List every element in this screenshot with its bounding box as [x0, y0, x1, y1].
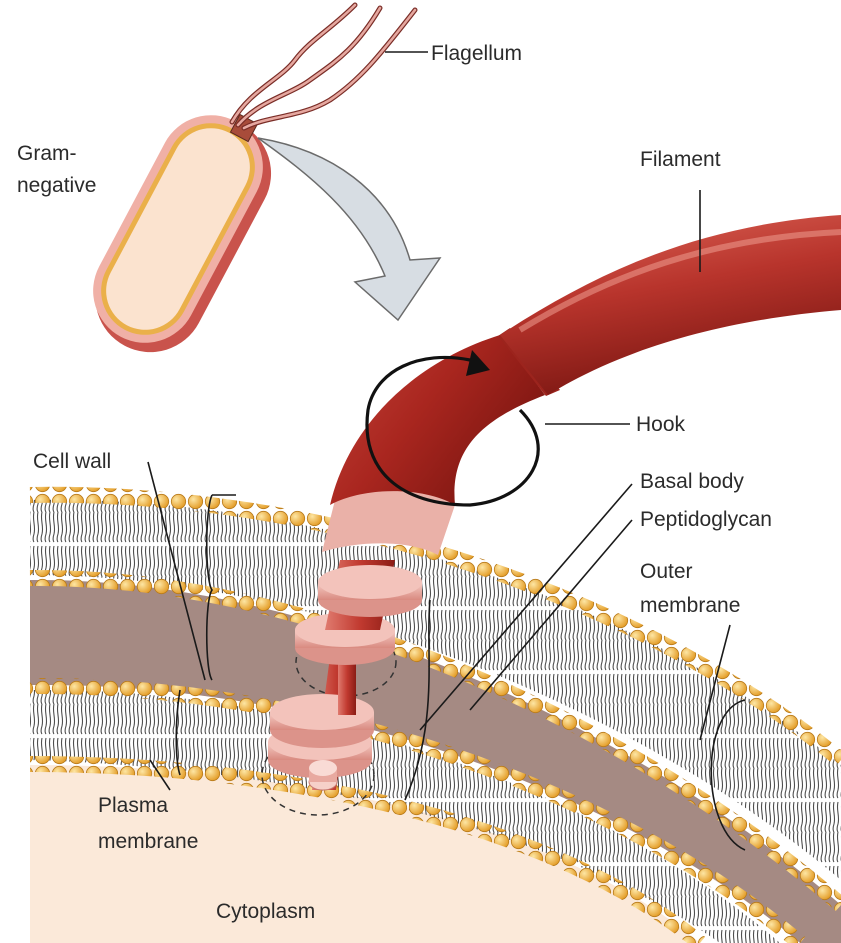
label-plasma-line2: membrane [98, 830, 198, 853]
label-filament: Filament [640, 148, 721, 171]
label-plasma-line1: Plasma [98, 794, 168, 817]
label-outer-line2: membrane [640, 594, 740, 617]
label-hook: Hook [636, 413, 686, 436]
label-gram-line1: Gram- [17, 142, 77, 165]
label-cytoplasm: Cytoplasm [216, 900, 315, 923]
filament [500, 215, 841, 395]
label-outer-line1: Outer [640, 560, 693, 583]
zoom-arrow [258, 138, 440, 320]
hook [330, 335, 545, 505]
label-flagellum: Flagellum [431, 42, 522, 65]
flagellum-strands [232, 5, 415, 128]
label-basal-body: Basal body [640, 470, 744, 493]
label-gram-line2: negative [17, 174, 96, 197]
basal-ring-upper [318, 565, 422, 617]
label-cell-wall: Cell wall [33, 450, 111, 473]
label-peptidoglycan: Peptidoglycan [640, 508, 772, 531]
